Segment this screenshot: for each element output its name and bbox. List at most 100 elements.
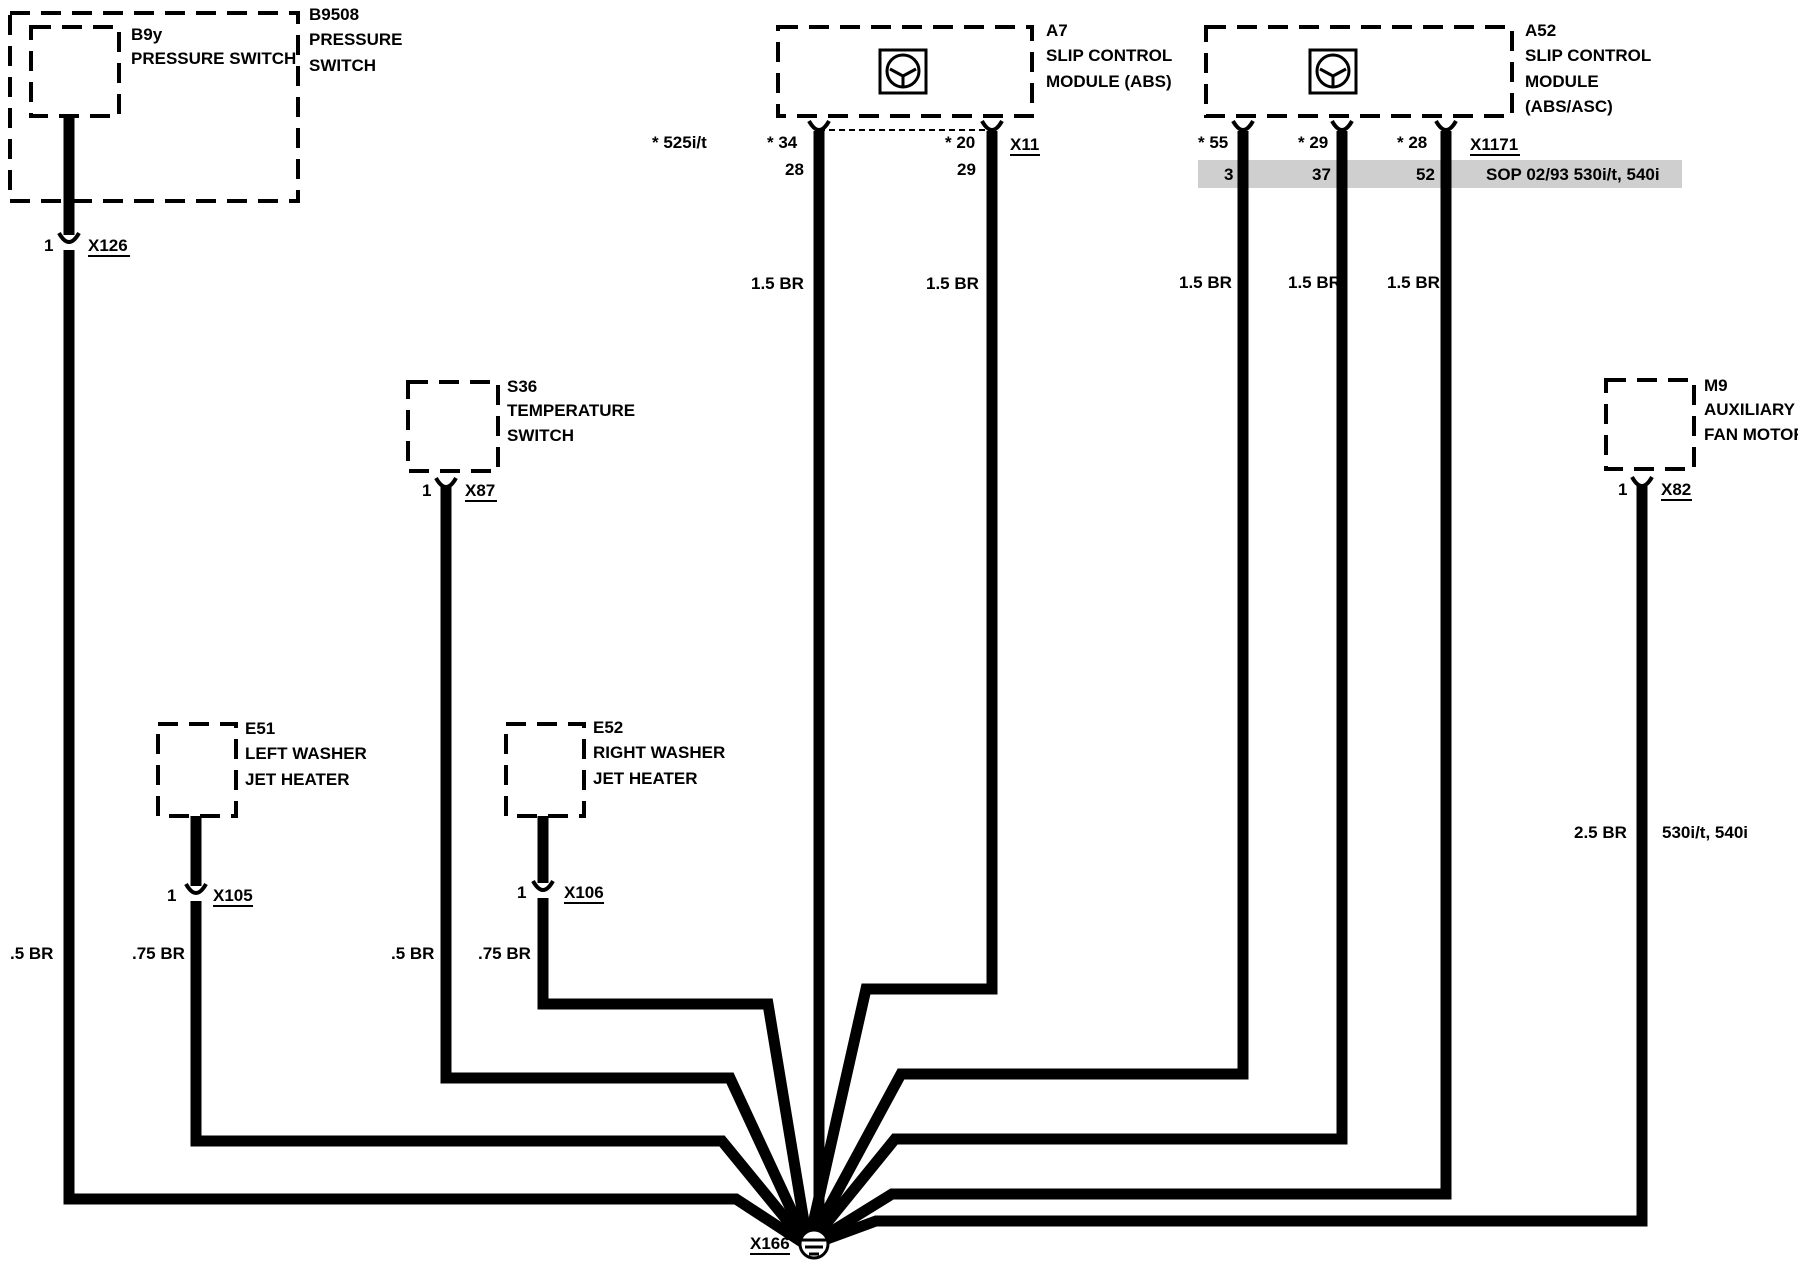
x82-name: X82 [1661,480,1691,499]
wire-m9-label: 2.5 BR [1574,823,1627,842]
x1171-name: X1171 [1470,135,1518,154]
b9y-label-line1: PRESSURE SWITCH [131,49,296,68]
e52-outline [504,722,586,818]
steering-wheel-icon [878,48,928,95]
wire-m9-note: 530i/t, 540i [1662,823,1748,842]
x11-pin34-alt: 28 [785,160,804,179]
e51-label-line2: JET HEATER [245,770,350,789]
x11-pin20-alt: 29 [957,160,976,179]
x126-pin: 1 [44,236,53,255]
x1171-pin29-symbol [1330,119,1354,132]
x87-name: X87 [465,481,495,500]
wire-a52-55-label: 1.5 BR [1179,273,1232,292]
a7-label-line1: SLIP CONTROL [1046,46,1172,65]
x1171-pin28: * 28 [1397,133,1427,152]
x1171-pin28-symbol [1434,119,1458,132]
x11-name: X11 [1010,135,1039,154]
wire-a52-29-label: 1.5 BR [1288,273,1341,292]
component-e51: E51 LEFT WASHER JET HEATER [156,719,367,818]
s36-id: S36 [507,377,537,396]
x1171-pin29-alt: 37 [1312,165,1331,184]
component-s36: S36 TEMPERATURE SWITCH [406,377,635,473]
x1171-pin55: * 55 [1198,133,1228,152]
wire-m9 [806,484,1648,1252]
e51-outline [156,722,238,818]
a7-label-line2: MODULE (ABS) [1046,72,1172,91]
wire-a7-20 [802,131,998,1248]
x1171-pin55-alt: 3 [1224,165,1233,184]
wire-s36 [440,485,813,1249]
x1171-pin28-alt: 52 [1416,165,1435,184]
s36-label-line2: SWITCH [507,426,574,445]
wire-e51 [190,816,813,1250]
connector-labels: 1 X126 1 X87 1 X82 1 X105 1 X106 * 525i/… [44,133,1692,1255]
e51-label-line1: LEFT WASHER [245,744,367,763]
e52-id: E52 [593,718,623,737]
x126-symbol [57,231,81,244]
x1171-pin29: * 29 [1298,133,1328,152]
b9508-outline [8,11,300,203]
x105-name: X105 [213,886,253,905]
a7-id: A7 [1046,21,1068,40]
wire-a52-55 [803,131,1249,1249]
a52-id: A52 [1525,21,1556,40]
component-b9y: B9y PRESSURE SWITCH [29,25,296,118]
steering-wheel-icon [1308,48,1358,95]
a52-label-line2: MODULE [1525,72,1599,91]
m9-label-line1: AUXILIARY [1704,400,1796,419]
wire-a52-28-label: 1.5 BR [1387,273,1440,292]
a7-outline [776,25,1034,118]
x11-pin34: * 34 [767,133,798,152]
x11-pin20-symbol [980,119,1004,132]
wire-e52-label: .75 BR [478,944,531,963]
x11-pin34-symbol [807,119,831,132]
a52-outline [1204,25,1514,118]
wire-a7-34-label: 1.5 BR [751,274,804,293]
component-a52: A52 SLIP CONTROL MODULE (ABS/ASC) [1204,21,1651,118]
b9y-id: B9y [131,25,163,44]
x105-pin: 1 [167,886,176,905]
wire-b9y-label: .5 BR [10,944,53,963]
connector-symbols [57,119,1654,895]
x1171-pin55-symbol [1231,119,1255,132]
a52-label-line3: (ABS/ASC) [1525,97,1613,116]
component-a7: A7 SLIP CONTROL MODULE (ABS) [776,21,1172,118]
m9-outline [1604,378,1696,471]
m9-label-line2: FAN MOTOR [1704,425,1798,444]
ground-icon [798,1228,830,1260]
m9-id: M9 [1704,376,1728,395]
e52-label-line1: RIGHT WASHER [593,743,725,762]
x87-pin: 1 [422,481,431,500]
x82-pin: 1 [1618,480,1627,499]
s36-label-line1: TEMPERATURE [507,401,635,420]
x11-pin20: * 20 [945,133,975,152]
x1171-note: SOP 02/93 530i/t, 540i [1486,165,1660,184]
b9508-id: B9508 [309,5,359,24]
component-b9508: B9508 PRESSURE SWITCH [8,5,403,203]
b9508-label-line2: SWITCH [309,56,376,75]
wire-s36-label: .5 BR [391,944,434,963]
x106-symbol [531,879,555,892]
wires [63,116,1648,1252]
wire-a7-20-label: 1.5 BR [926,274,979,293]
wire-b9y [63,116,812,1251]
wire-e52 [537,816,814,1247]
e52-label-line2: JET HEATER [593,769,698,788]
x82-symbol [1630,475,1654,488]
x106-name: X106 [564,883,604,902]
component-e52: E52 RIGHT WASHER JET HEATER [504,718,725,818]
a52-label-line1: SLIP CONTROL [1525,46,1651,65]
wire-a52-29 [803,131,1348,1250]
x105-symbol [184,882,208,895]
s36-outline [406,380,500,473]
x126-name: X126 [88,236,128,255]
x106-pin: 1 [517,883,526,902]
b9y-outline [29,25,121,118]
x87-symbol [434,476,458,489]
wire-labels: .5 BR .75 BR .5 BR .75 BR 1.5 BR 1.5 BR … [10,273,1748,963]
wire-a52-28 [805,131,1452,1251]
x11-note: * 525i/t [652,133,707,152]
x1171-variant-band [1198,160,1682,188]
x166-name: X166 [750,1234,790,1253]
